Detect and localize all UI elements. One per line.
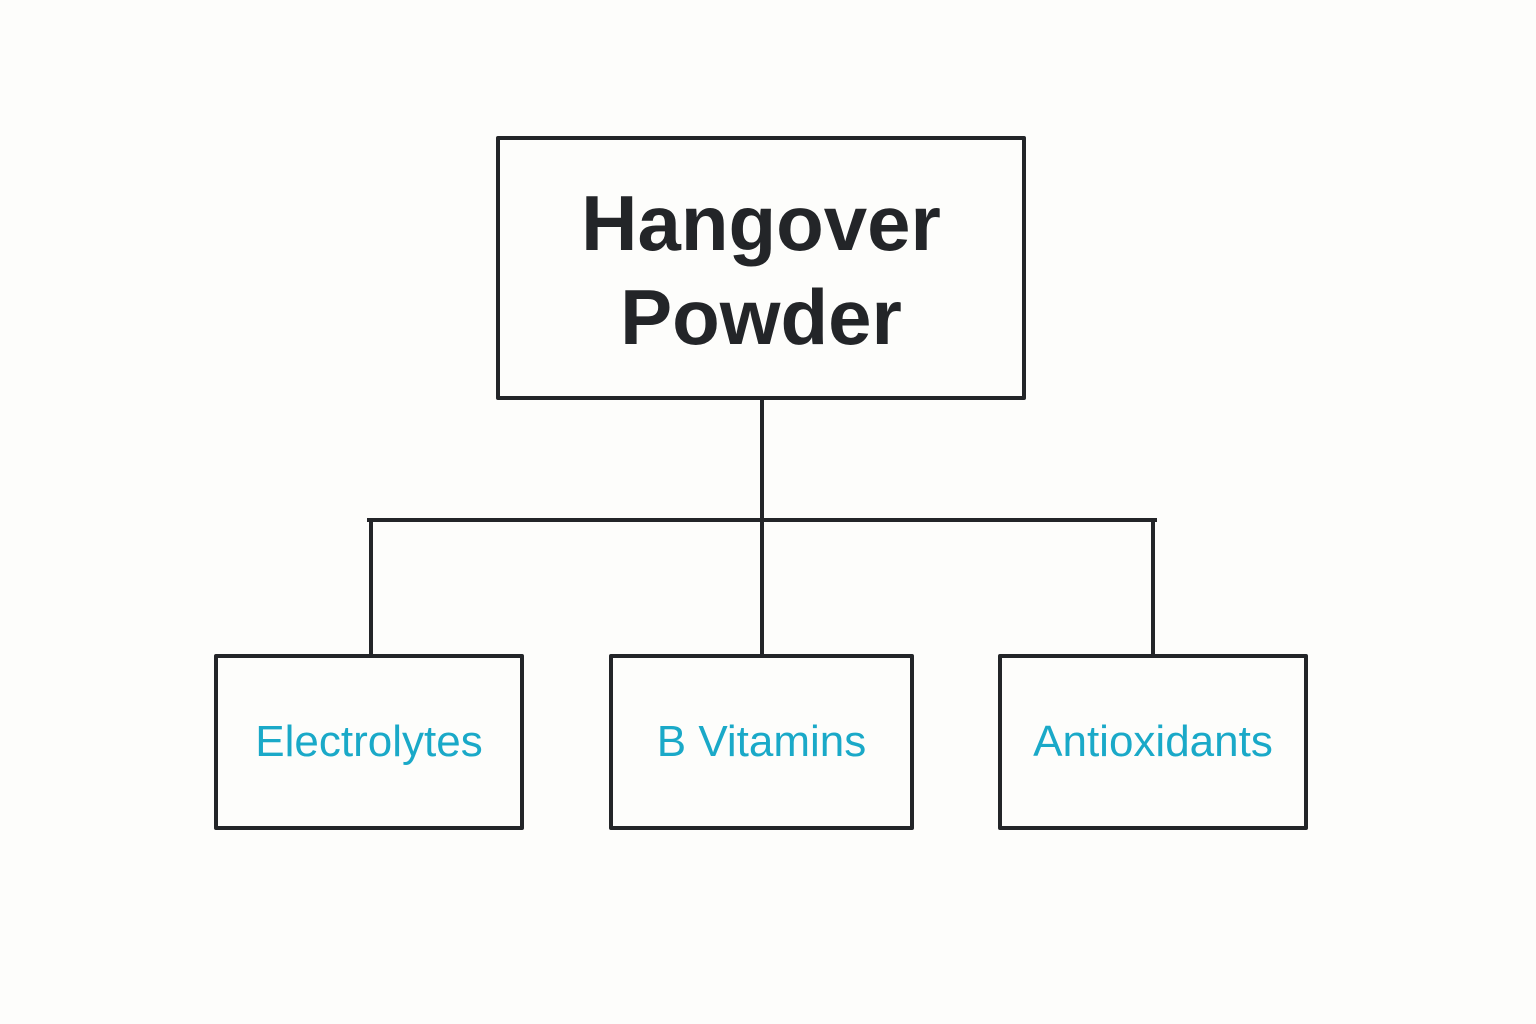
child-node-label: B Vitamins — [656, 717, 867, 766]
root-node-label: Hangover Powder — [581, 179, 941, 361]
child-node-label: Antioxidants — [1033, 717, 1273, 766]
child-node-label: Electrolytes — [255, 717, 483, 766]
child-node-b-vitamins: B Vitamins — [609, 654, 914, 830]
child-node-electrolytes: Electrolytes — [214, 654, 524, 830]
root-node: Hangover Powder — [496, 136, 1026, 400]
child-node-antioxidants: Antioxidants — [998, 654, 1308, 830]
